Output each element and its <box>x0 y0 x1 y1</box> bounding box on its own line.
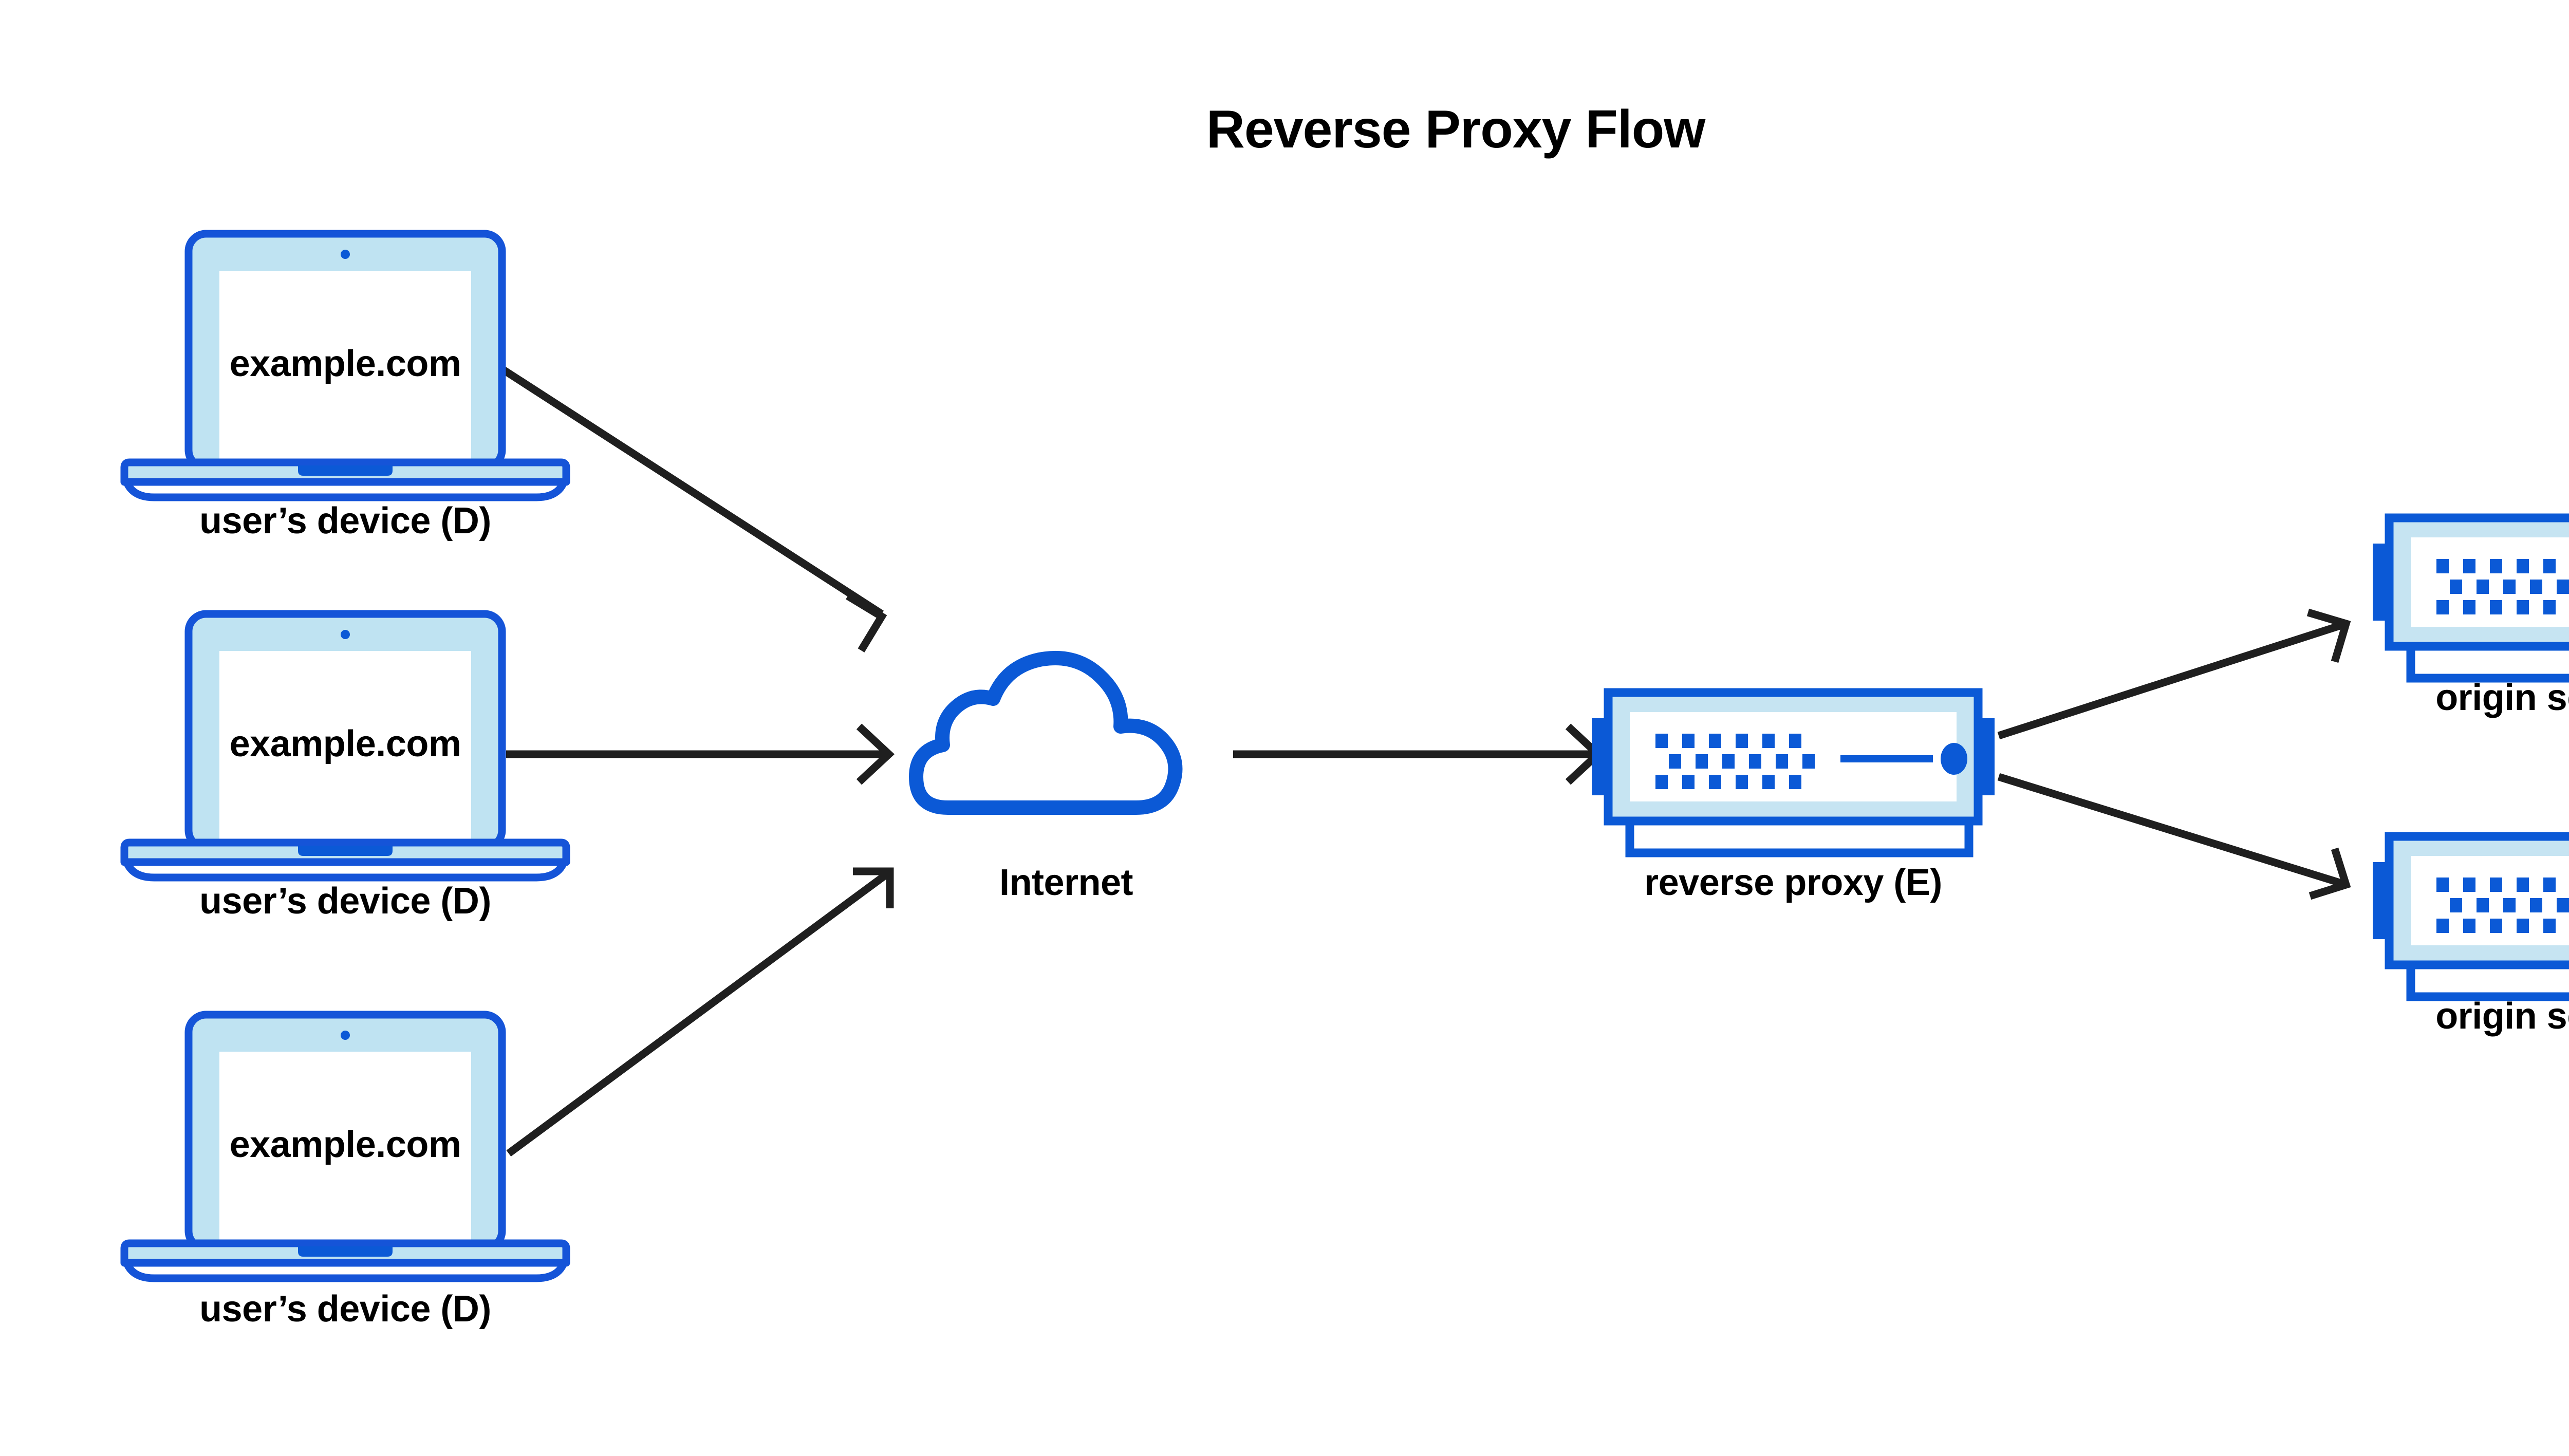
device-screen-url: example.com <box>229 1124 461 1165</box>
origin-server-1[interactable] <box>2373 518 2569 678</box>
origin-server-2[interactable] <box>2373 836 2569 997</box>
origin-server-label: origin server (F) <box>2435 677 2569 718</box>
arrow-device3-to-internet <box>506 867 894 1157</box>
device-label: user’s device (D) <box>199 500 491 542</box>
arrow-device2-to-internet <box>506 723 895 785</box>
device-label: user’s device (D) <box>199 881 491 922</box>
origin-server-label: origin server (F) <box>2435 996 2569 1037</box>
device-screen-url: example.com <box>229 723 461 764</box>
arrow-proxy-to-origin1 <box>1997 608 2351 740</box>
internet-cloud[interactable] <box>916 658 1175 808</box>
arrow-proxy-to-origin2 <box>1997 773 2351 900</box>
reverse-proxy-label: reverse proxy (E) <box>1644 862 1942 903</box>
arrow-device1-to-internet <box>501 366 887 652</box>
device-label: user’s device (D) <box>199 1289 491 1330</box>
internet-label: Internet <box>999 862 1133 903</box>
reverse-proxy-server[interactable] <box>1592 693 1995 853</box>
device-screen-url: example.com <box>229 343 461 384</box>
arrow-internet-to-proxy <box>1233 723 1604 785</box>
page-title: Reverse Proxy Flow <box>1206 100 1705 159</box>
